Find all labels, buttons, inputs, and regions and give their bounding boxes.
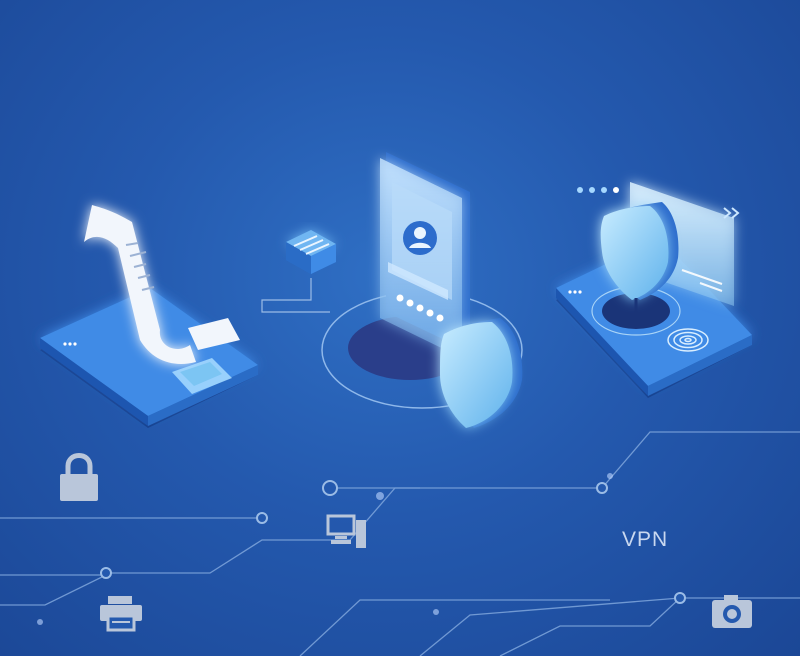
left-device-receipt (40, 205, 258, 428)
lock-icon (60, 453, 98, 501)
server-chip-icon (261, 230, 336, 313)
circuit-lines (0, 431, 800, 656)
camera-icon (712, 595, 752, 628)
computer-icon (326, 514, 366, 548)
shield-icon (440, 318, 523, 428)
fingerprint-icon (667, 328, 709, 352)
arrows-icon (723, 207, 740, 219)
right-device-fingerprint (556, 182, 752, 398)
printer-icon (100, 596, 142, 632)
sparkles (37, 473, 613, 625)
circuit-nodes (100, 480, 686, 604)
vpn-label: VPN (622, 528, 669, 551)
